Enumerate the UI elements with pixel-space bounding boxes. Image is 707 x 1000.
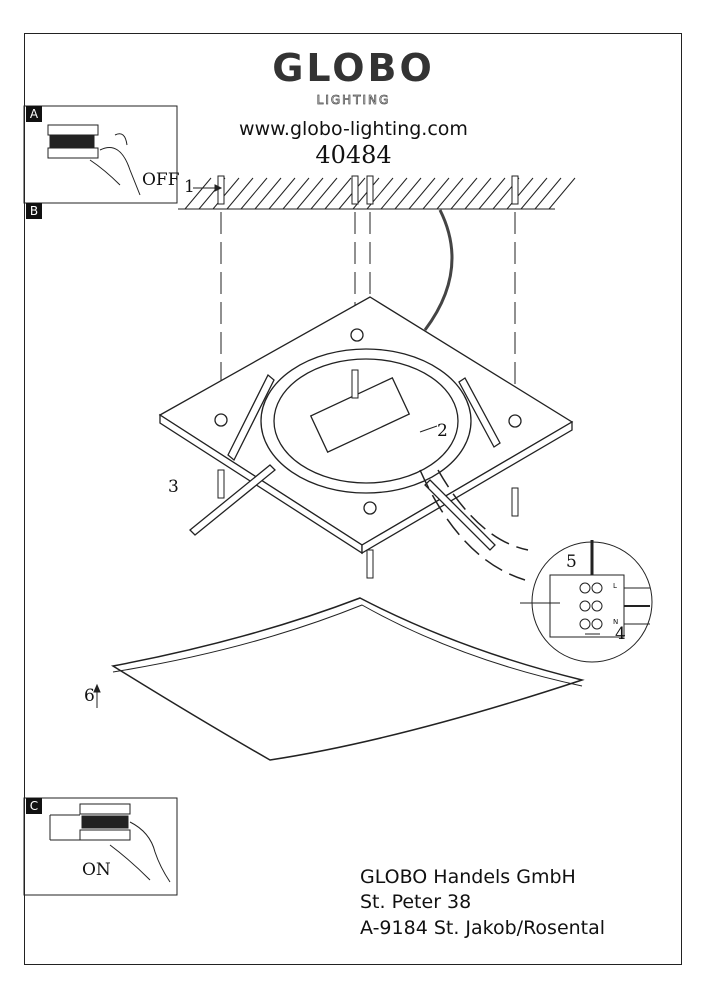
hatch-line [450, 177, 478, 210]
hatch-line [226, 177, 254, 210]
address-city: A-9184 St. Jakob/Rosental [360, 917, 606, 939]
diffuser-shade [110, 597, 585, 761]
hatch-line [506, 177, 534, 210]
power-cable [423, 209, 454, 331]
step-b-tag: B [26, 203, 42, 219]
step-c-tag: C [26, 798, 42, 814]
website-link[interactable]: www.globo-lighting.com [239, 118, 468, 140]
base-plate [158, 296, 574, 555]
hatch-line [282, 177, 310, 210]
hatch-line [212, 177, 240, 210]
terminal-label-n: N [613, 618, 619, 626]
callout-4: 4 [615, 624, 626, 644]
hatch-line [408, 177, 436, 210]
step-a-tag: A [26, 106, 42, 122]
hatch-line [464, 177, 492, 210]
hatch-line [436, 177, 464, 210]
step-a-state: OFF [142, 170, 180, 190]
hatch-line [310, 177, 338, 210]
model-number: 40484 [315, 141, 392, 169]
hatch-line [296, 177, 324, 210]
hatch-line [548, 177, 576, 210]
hatch-line [380, 177, 408, 210]
terminal-detail [520, 540, 653, 663]
callout-6: 6 [84, 686, 95, 706]
address-company: GLOBO Handels GmbH [360, 866, 576, 888]
callout-3: 3 [168, 477, 179, 497]
step-c-state: ON [82, 860, 111, 880]
brand-logo: GLOBO [272, 46, 435, 90]
hatch-line [184, 177, 212, 210]
direction-arrows [93, 184, 600, 708]
address-street: St. Peter 38 [360, 891, 472, 913]
callout-2: 2 [437, 421, 448, 441]
screw-icons [217, 175, 519, 579]
page-frame [24, 33, 682, 965]
hatch-line [268, 177, 296, 210]
callout-5: 5 [566, 552, 577, 572]
breaker-on-icon [49, 803, 171, 883]
ceiling-hatch [178, 177, 576, 210]
brand-sublogo: LIGHTING [316, 93, 391, 108]
hatch-line [534, 177, 562, 210]
hatch-line [240, 177, 268, 210]
step-a-box [23, 105, 178, 204]
hatch-line [254, 177, 282, 210]
hatch-line [422, 177, 450, 210]
hatch-line [394, 177, 422, 210]
callout-1: 1 [184, 177, 195, 197]
step-c-box [23, 797, 178, 896]
breaker-off-icon [47, 124, 141, 196]
terminal-label-l: L [613, 582, 617, 590]
hatch-line [324, 177, 352, 210]
hatch-line [520, 177, 548, 210]
hatch-line [478, 177, 506, 210]
